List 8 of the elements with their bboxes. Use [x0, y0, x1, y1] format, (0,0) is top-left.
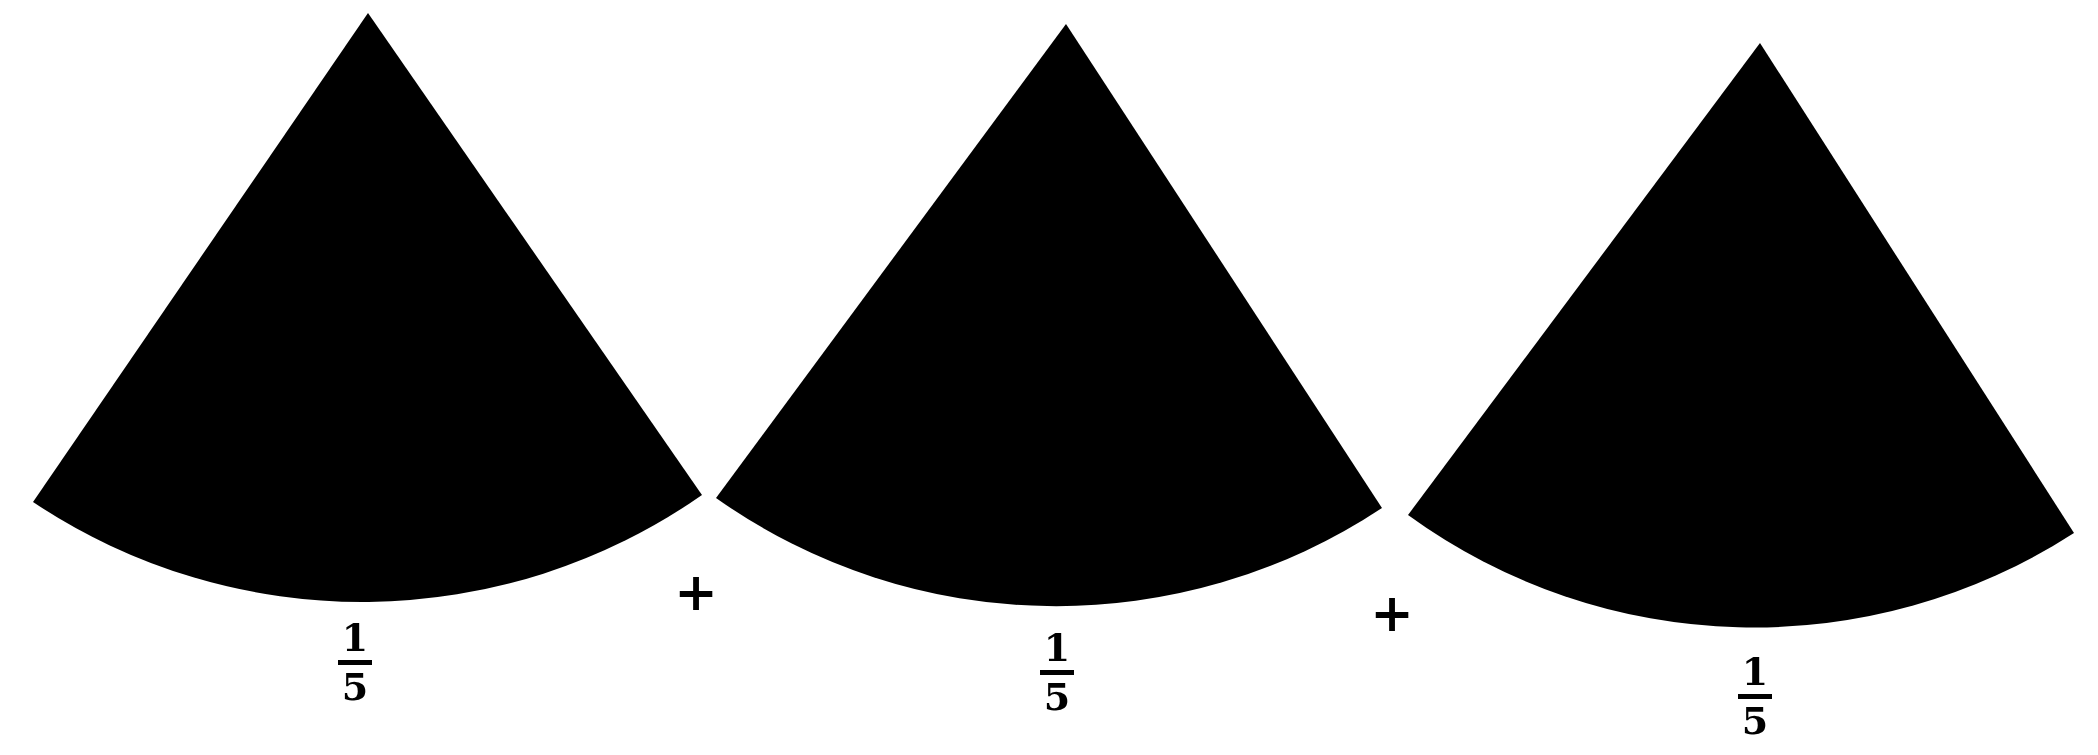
plus-sign: +: [1370, 587, 1414, 639]
fraction-digit: 1: [1741, 652, 1769, 692]
fraction-digit: 5: [1043, 677, 1071, 717]
fraction-digit: 5: [1741, 701, 1769, 741]
plus-sign: +: [674, 566, 718, 618]
fraction-digit: 1: [341, 618, 369, 658]
fraction-digit: 1: [1043, 628, 1071, 668]
fraction-digit: 5: [341, 667, 369, 707]
